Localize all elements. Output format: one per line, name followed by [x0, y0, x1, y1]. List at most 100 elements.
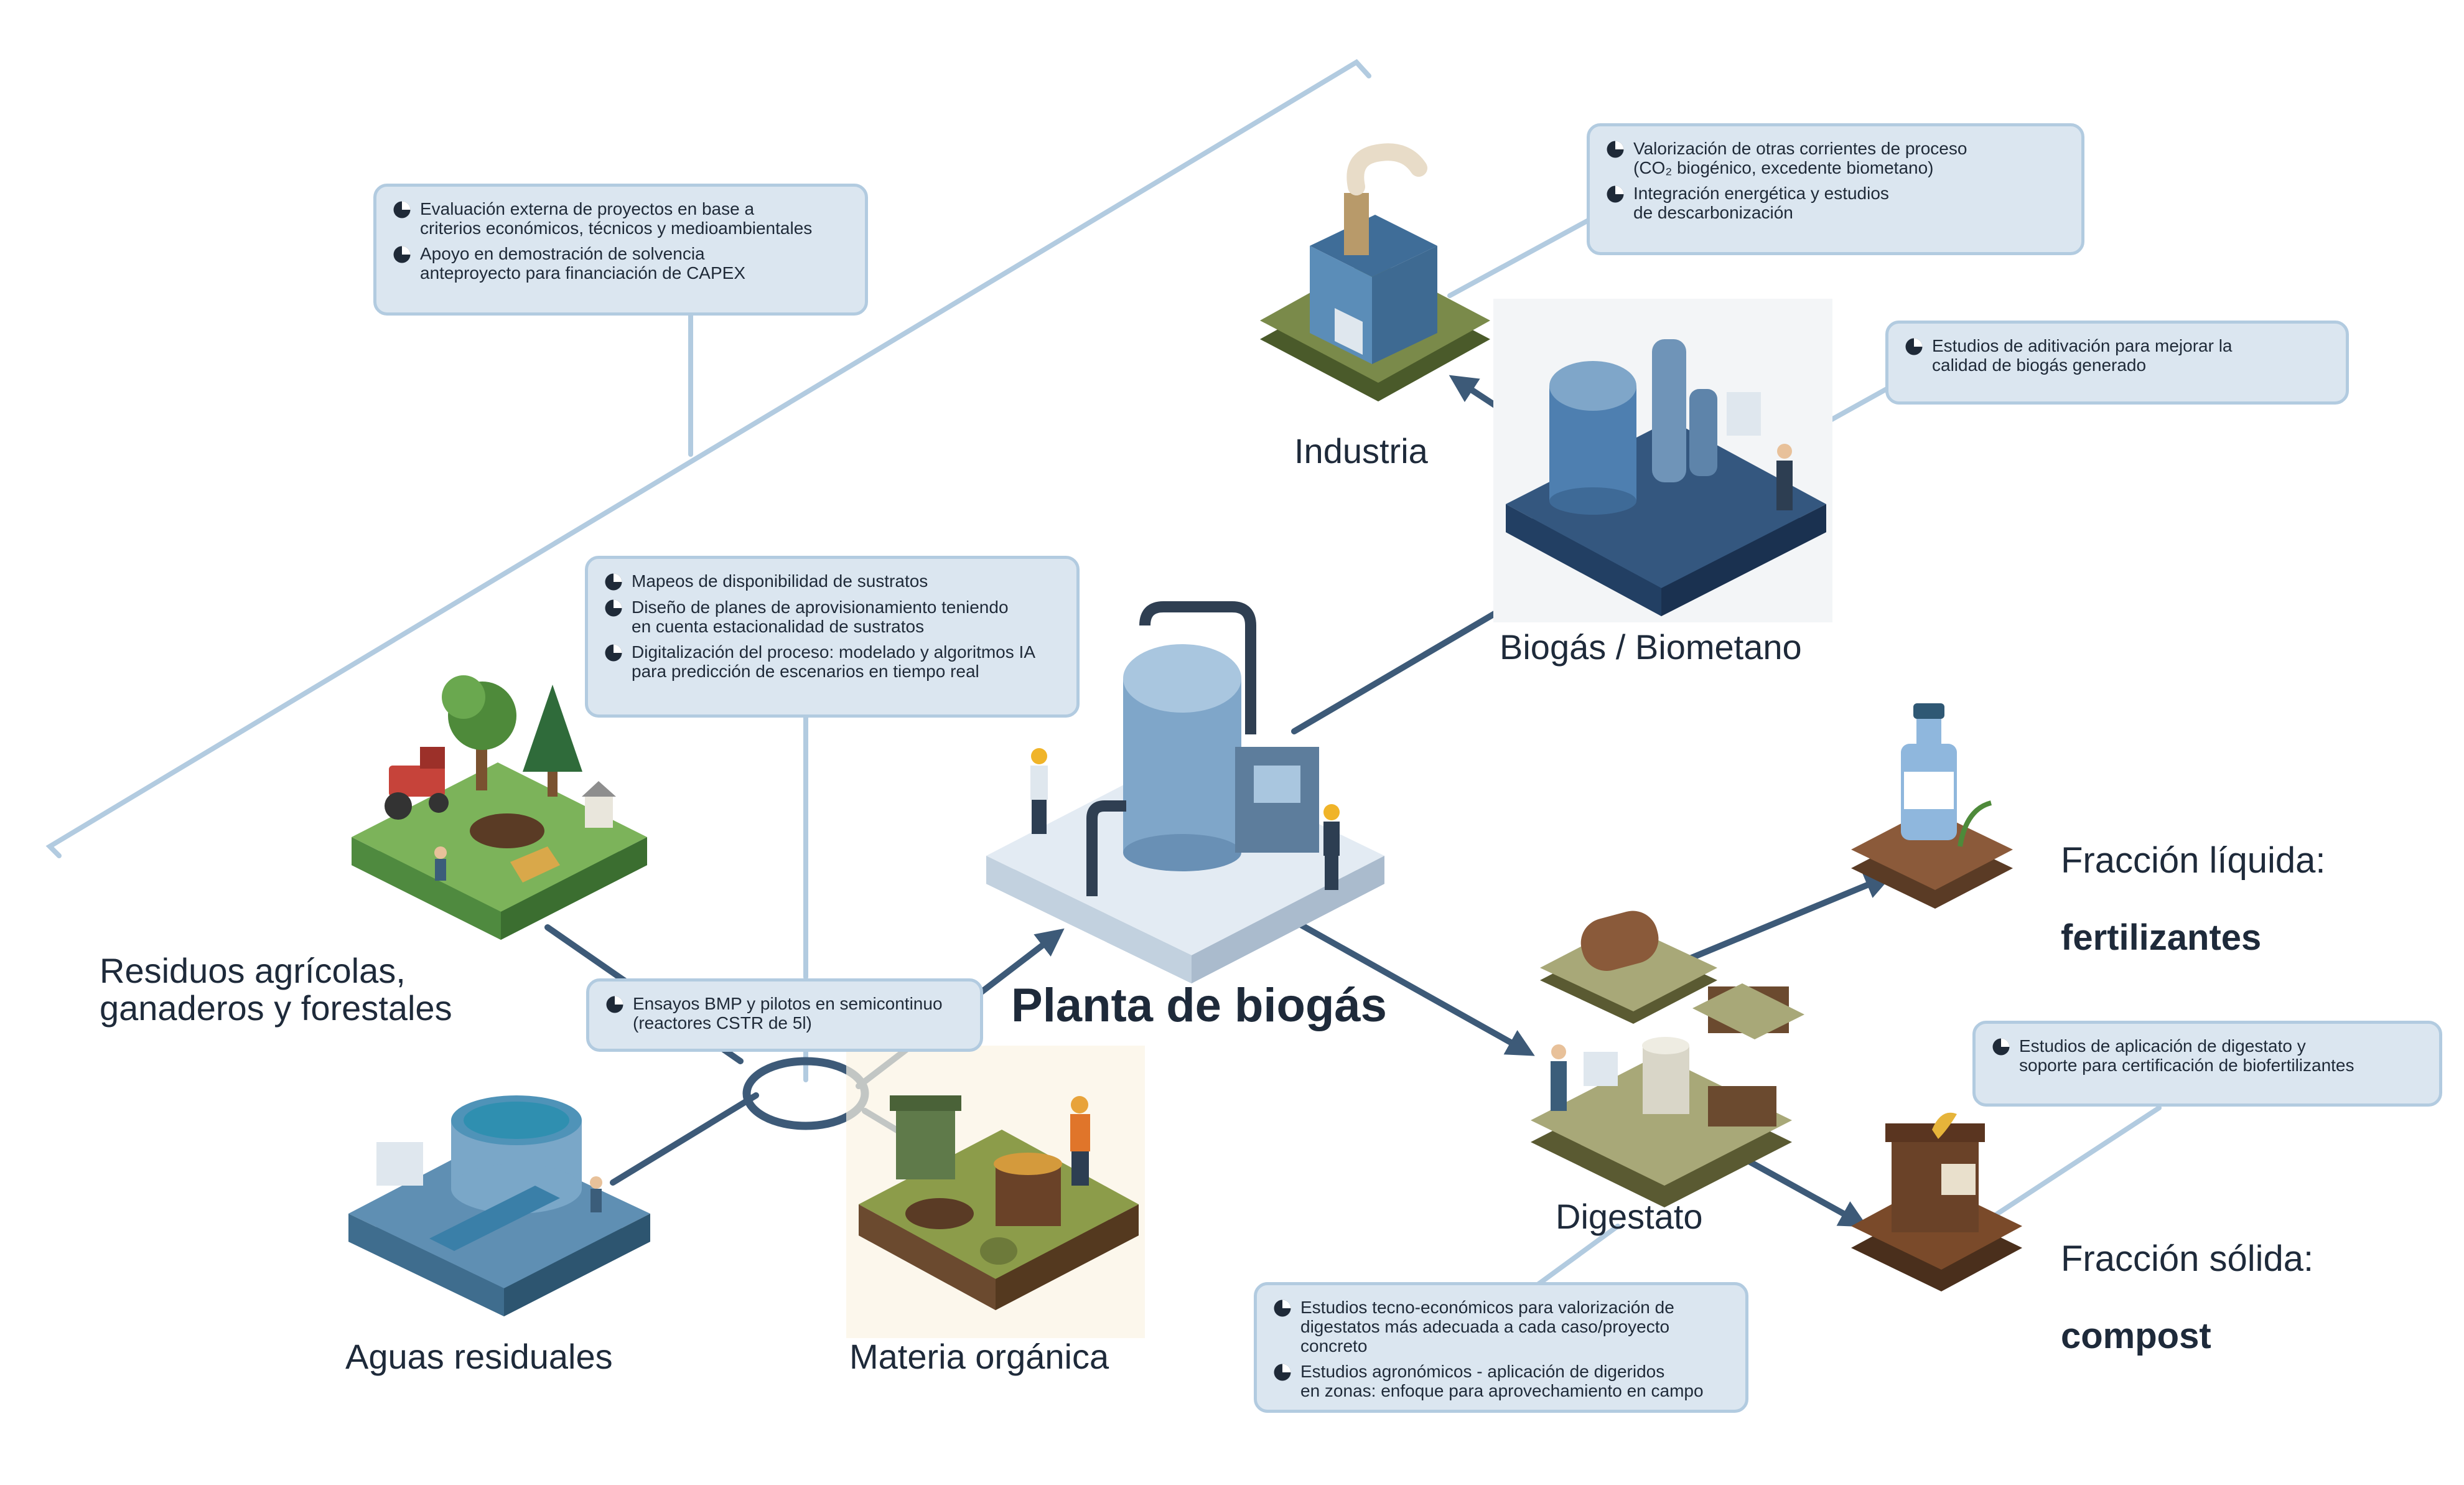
compost-bin-icon	[890, 1095, 961, 1179]
valorizacion-item: Integración energética y estudios de des…	[1606, 184, 2065, 222]
pie-chart-icon	[1607, 141, 1624, 158]
industry-illustration	[1260, 143, 1490, 401]
arrow-to-digestato	[1291, 918, 1535, 1056]
pie-chart-icon	[605, 573, 622, 591]
pie-chart-icon	[1992, 1038, 2010, 1056]
ensayos-text: Ensayos BMP y pilotos en semicontinuo (r…	[633, 994, 943, 1033]
worker-icon	[1323, 804, 1340, 890]
label-aguas: Aguas residuales	[345, 1337, 613, 1376]
mapeos-text-1: Mapeos de disponibilidad de sustratos	[632, 571, 928, 591]
tecno-box: Estudios tecno-económicos para valorizac…	[1254, 1282, 1748, 1413]
label-fraccion-solida: Fracción sólida: compost	[2061, 1201, 2313, 1394]
digestate-tank-icon	[1580, 911, 1659, 972]
pie-chart-icon	[393, 201, 411, 218]
shed	[585, 797, 613, 828]
monitor	[1727, 392, 1761, 436]
mapeos-box: Mapeos de disponibilidad de sustratos Di…	[585, 556, 1080, 718]
label-liquida-title: Fracción líquida:	[2061, 840, 2326, 881]
mapeos-item: Diseño de planes de aprovisionamiento te…	[604, 597, 1060, 636]
tecno-connector	[1534, 1224, 1620, 1288]
valorizacion-box: Valorización de otras corrientes de proc…	[1587, 123, 2084, 255]
manure-pile	[470, 813, 544, 848]
label-industria: Industria	[1294, 431, 1428, 471]
column	[1652, 339, 1686, 482]
worker-icon	[1776, 444, 1793, 510]
pie-chart-icon	[606, 996, 623, 1013]
evaluacion-text-2: Apoyo en demostración de solvencia antep…	[420, 244, 745, 283]
worker-icon	[434, 846, 447, 881]
tecno-item: Estudios tecno-económicos para valorizac…	[1273, 1298, 1729, 1356]
label-planta: Planta de biogás	[1011, 979, 1387, 1032]
crate	[510, 846, 560, 883]
pie-chart-icon	[1274, 1300, 1291, 1317]
label-fraccion-liquida: Fracción líquida: fertilizantes	[2061, 803, 2326, 996]
mapeos-item: Digitalización del proceso: modelado y a…	[604, 642, 1060, 681]
biomethane-illustration	[1493, 299, 1832, 622]
pie-chart-icon	[1274, 1364, 1291, 1381]
evaluacion-item: Evaluación externa de proyectos en base …	[393, 199, 849, 238]
pie-chart-icon	[1905, 338, 1923, 355]
organic-pile	[905, 1198, 974, 1229]
pine-tree-icon	[523, 685, 582, 797]
label-residuos: Residuos agrícolas, ganaderos y forestal…	[100, 951, 452, 1028]
ensayos-box: Ensayos BMP y pilotos en semicontinuo (r…	[586, 978, 983, 1052]
pie-chart-icon	[393, 246, 411, 263]
compost-illustration	[1851, 1112, 2022, 1291]
label-liquida-sub: fertilizantes	[2061, 917, 2262, 958]
biogas-plant-illustration	[986, 601, 1384, 983]
pump-house	[376, 1142, 423, 1186]
aplicacion-text: Estudios de aplicación de digestato y so…	[2019, 1036, 2354, 1075]
mapeos-item: Mapeos de disponibilidad de sustratos	[604, 571, 1060, 591]
biogas-tank-icon	[1549, 361, 1636, 515]
tractor-icon	[385, 747, 449, 820]
evaluacion-item: Apoyo en demostración de solvencia antep…	[393, 244, 849, 283]
bag	[980, 1237, 1017, 1265]
liquid-fertilizer-illustration	[1851, 703, 2013, 909]
brown-bin-icon	[994, 1153, 1062, 1226]
aditivacion-item: Estudios de aditivación para mejorar la …	[1905, 336, 2330, 375]
agricultural-waste-illustration	[352, 675, 647, 940]
fertilizer-bottle-icon	[1901, 703, 1957, 840]
mapeos-text-3: Digitalización del proceso: modelado y a…	[632, 642, 1035, 681]
bracket-line	[45, 59, 1371, 858]
monitor	[1584, 1052, 1618, 1086]
water-channel	[429, 1186, 560, 1251]
evaluacion-text-1: Evaluación externa de proyectos en base …	[420, 199, 813, 238]
worker-icon	[1551, 1044, 1567, 1111]
pie-chart-icon	[1607, 185, 1624, 203]
valorizacion-connector	[1447, 215, 1595, 298]
smoke	[1346, 143, 1427, 195]
aplicacion-item: Estudios de aplicación de digestato y so…	[1992, 1036, 2423, 1075]
compost-container-icon	[1885, 1123, 1985, 1232]
aguas-flow	[610, 1092, 759, 1186]
label-solida-sub: compost	[2061, 1316, 2211, 1356]
aditivacion-text: Estudios de aditivación para mejorar la …	[1932, 336, 2233, 375]
chimney	[1344, 193, 1369, 255]
evaluacion-box: Evaluación externa de proyectos en base …	[373, 184, 868, 316]
mapeos-text-2: Diseño de planes de aprovisionamiento te…	[632, 597, 1009, 636]
tecno-item: Estudios agronómicos - aplicación de dig…	[1273, 1362, 1729, 1400]
label-biogas: Biogás / Biometano	[1500, 627, 1802, 667]
label-digestato: Digestato	[1556, 1197, 1703, 1236]
arrow-to-solida	[1739, 1155, 1868, 1227]
aditivacion-box: Estudios de aditivación para mejorar la …	[1885, 321, 2349, 405]
valorizacion-text-1: Valorización de otras corrientes de proc…	[1633, 139, 1967, 177]
worker-icon	[1030, 748, 1048, 834]
pie-chart-icon	[605, 599, 622, 617]
worker-icon	[1070, 1096, 1090, 1186]
aplicacion-connector	[1986, 1105, 2162, 1222]
label-materia: Materia orgánica	[849, 1337, 1109, 1376]
digestate-illustration	[1531, 911, 1804, 1207]
organic-matter-illustration	[846, 1046, 1145, 1338]
ensayos-item: Ensayos BMP y pilotos en semicontinuo (r…	[605, 994, 964, 1033]
valorizacion-item: Valorización de otras corrientes de proc…	[1606, 139, 2065, 177]
silo	[1643, 1046, 1689, 1114]
banana	[1932, 1112, 1957, 1139]
tree-icon	[442, 675, 516, 790]
tecno-text-2: Estudios agronómicos - aplicación de dig…	[1300, 1362, 1704, 1400]
worker-icon	[590, 1176, 602, 1212]
wastewater-illustration	[348, 1095, 650, 1316]
valorizacion-text-2: Integración energética y estudios de des…	[1633, 184, 1889, 222]
